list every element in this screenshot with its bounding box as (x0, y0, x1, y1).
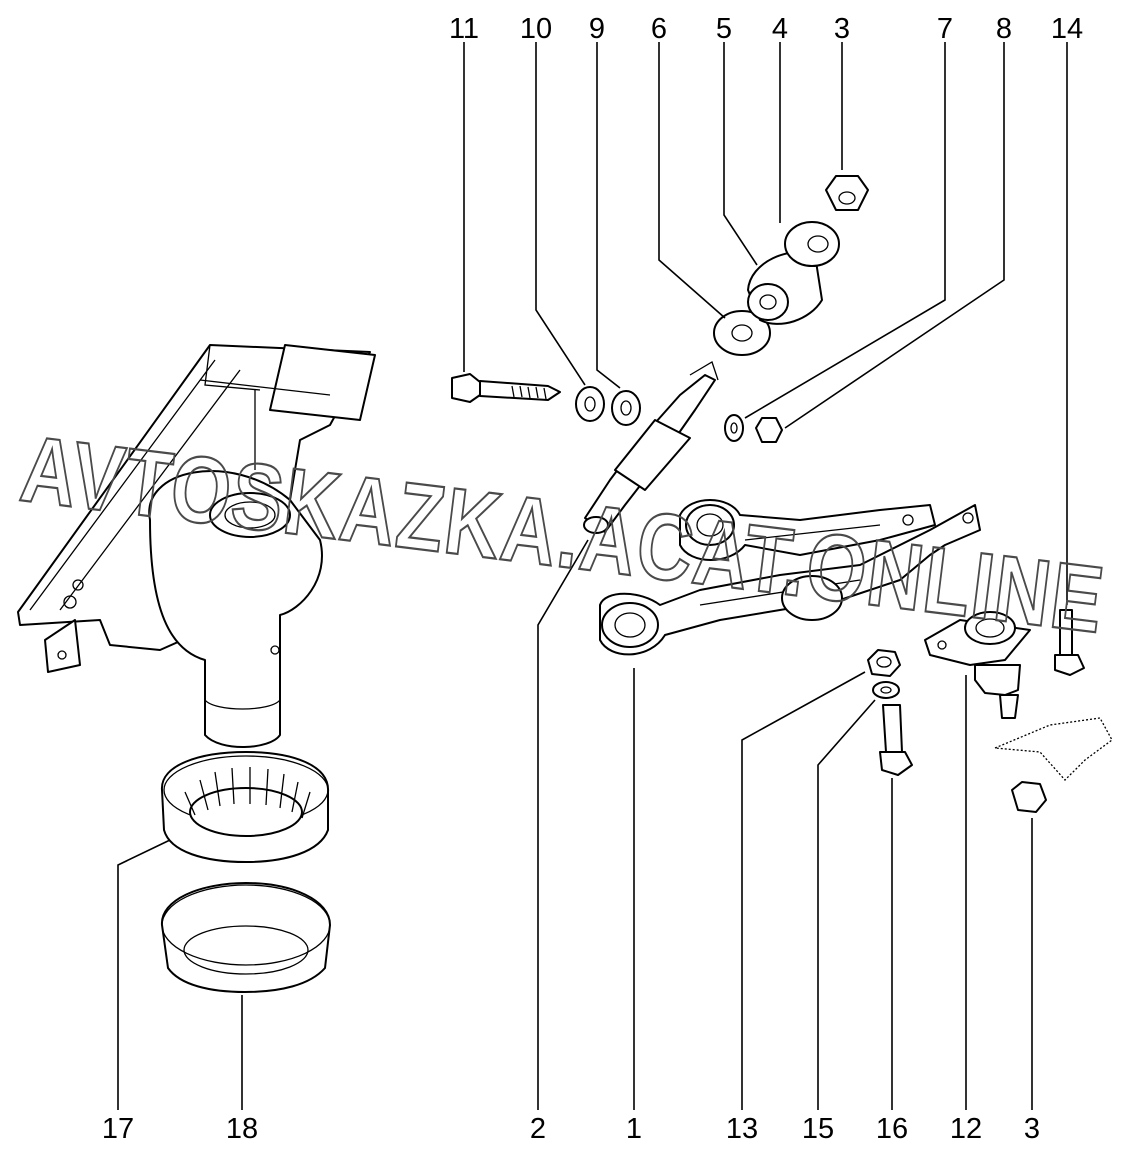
callout-7: 7 (937, 13, 953, 45)
callout-5: 5 (716, 13, 732, 45)
washer-15 (872, 681, 900, 699)
short-bolt-14 (1054, 609, 1085, 676)
long-bolt (451, 373, 561, 403)
strut-tower-cup (148, 470, 323, 748)
washer-4 (784, 221, 840, 267)
callout-3-bottom: 3 (1024, 1113, 1040, 1145)
callout-15: 15 (802, 1113, 834, 1145)
callout-13: 13 (726, 1113, 758, 1145)
ball-joint (924, 611, 1031, 719)
callout-11: 11 (449, 13, 479, 45)
callout-18: 18 (226, 1113, 258, 1145)
callout-2: 2 (530, 1113, 546, 1145)
small-washer (724, 414, 744, 442)
callout-10: 10 (520, 13, 552, 45)
leader-lines (117, 42, 1068, 1110)
callout-4: 4 (772, 13, 788, 45)
washer-10 (575, 386, 605, 422)
callout-16: 16 (876, 1113, 908, 1145)
small-nut (755, 417, 783, 443)
washer-6 (713, 310, 771, 356)
lower-control-arm (599, 499, 981, 656)
callout-9: 9 (589, 13, 605, 45)
reference-bracket (994, 717, 1113, 781)
spring-seat (160, 751, 330, 863)
callout-1: 1 (626, 1113, 642, 1145)
strut-rod (583, 361, 719, 534)
callout-3-top: 3 (834, 13, 850, 45)
callout-12: 12 (950, 1113, 982, 1145)
insulator-ring (160, 882, 331, 993)
callout-14: 14 (1051, 13, 1083, 45)
callout-17: 17 (102, 1113, 134, 1145)
washer-9 (611, 390, 641, 426)
callout-8: 8 (996, 13, 1012, 45)
nut-bottom (1011, 781, 1047, 813)
rubber-bushing (747, 251, 823, 325)
nut-13 (867, 649, 901, 677)
bolt-16 (879, 704, 913, 776)
callout-6: 6 (651, 13, 667, 45)
nut-top (825, 175, 869, 211)
